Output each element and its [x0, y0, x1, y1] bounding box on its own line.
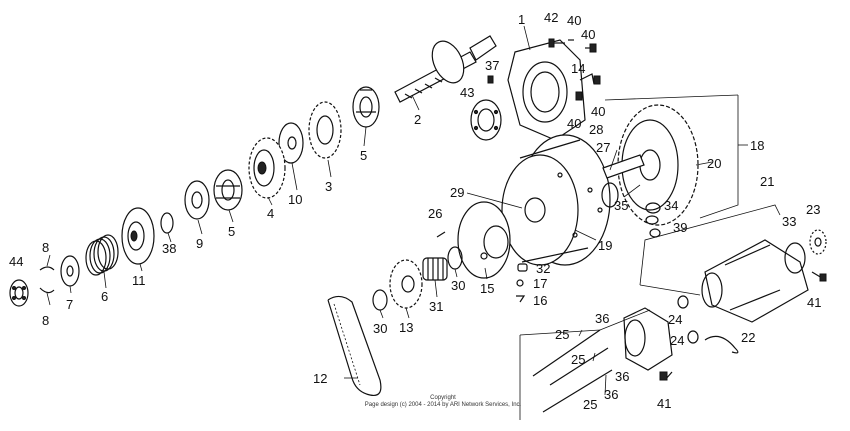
- needle-bearing-31: [422, 257, 448, 281]
- callout-17: 17: [533, 276, 547, 291]
- callout-5-top: 5: [360, 148, 367, 163]
- bracket-18: [699, 95, 739, 219]
- callout-19: 19: [598, 238, 612, 253]
- plate-9: [184, 180, 210, 220]
- callout-24-top: 24: [668, 312, 682, 327]
- callout-25-middle: 25: [571, 352, 585, 367]
- starter-motor-33: [701, 239, 809, 323]
- callout-44: 44: [9, 254, 23, 269]
- bearing-44: [9, 279, 29, 307]
- callout-34: 34: [664, 198, 678, 213]
- callout-11: 11: [132, 273, 146, 288]
- callout-12: 12: [313, 371, 327, 386]
- bolt-41-right: [811, 271, 827, 282]
- bearing-43: [470, 99, 502, 141]
- shaft-27-28: [601, 154, 645, 208]
- callout-29: 29: [450, 185, 464, 200]
- callout-3: 3: [325, 179, 332, 194]
- callout-39: 39: [673, 220, 687, 235]
- callout-15: 15: [480, 281, 494, 296]
- hub-15: [457, 201, 511, 279]
- callout-18: 18: [750, 138, 764, 153]
- callout-37: 37: [485, 58, 499, 73]
- clutch-drum-11: [121, 207, 155, 265]
- copyright-line-2: Page design (c) 2004 - 2014 by ARI Netwo…: [364, 402, 522, 408]
- callout-36-bottom: 36: [604, 387, 618, 402]
- pin-26: [436, 231, 446, 238]
- callout-42: 42: [544, 10, 558, 25]
- callout-31: 31: [429, 299, 443, 314]
- sprocket-13: [389, 259, 423, 309]
- gear-3: [308, 101, 342, 159]
- long-bolts-25: [532, 329, 613, 413]
- callout-28: 28: [589, 122, 603, 137]
- callout-38: 38: [162, 241, 176, 256]
- spring-6: [85, 234, 119, 276]
- callout-24-bottom: 24: [670, 333, 684, 348]
- callout-5-lower: 5: [228, 224, 235, 239]
- circlip-30-left: [372, 289, 388, 311]
- copyright-notice: Copyright Page design (c) 2004 - 2014 by…: [338, 395, 548, 409]
- callout-20: 20: [707, 156, 721, 171]
- callout-40-d: 40: [567, 116, 581, 131]
- callout-4: 4: [267, 206, 274, 221]
- callout-7: 7: [66, 297, 73, 312]
- bracket-21: [639, 204, 781, 286]
- callout-labels: 1 2 3 4 5 5 6 7 8 8 9 10 11 12 13 14 15 …: [9, 10, 821, 412]
- callout-30-right: 30: [451, 278, 465, 293]
- callout-8-bottom: 8: [42, 313, 49, 328]
- callout-14: 14: [571, 61, 585, 76]
- bolt-41-bottom: [659, 371, 673, 381]
- leader-lines: [46, 25, 713, 396]
- callout-26: 26: [428, 206, 442, 221]
- callout-43: 43: [460, 85, 474, 100]
- starter-end-cover: [623, 307, 673, 371]
- collar-5-top: [352, 86, 380, 128]
- circlip-30-right: [447, 246, 463, 270]
- small-parts-16-17-32: [516, 263, 528, 303]
- callout-25-top: 25: [555, 327, 569, 342]
- callout-27: 27: [596, 140, 610, 155]
- callout-40-a: 40: [567, 13, 581, 28]
- callout-33: 33: [782, 214, 796, 229]
- gear-4: [248, 137, 286, 199]
- callout-1: 1: [518, 12, 525, 27]
- callout-8-top: 8: [42, 240, 49, 255]
- callout-36-middle: 36: [615, 369, 629, 384]
- main-shaft: [394, 35, 497, 103]
- callout-10: 10: [288, 192, 302, 207]
- bolts-40-42: [548, 38, 601, 101]
- callout-9: 9: [196, 236, 203, 251]
- washer-7: [60, 255, 80, 287]
- callout-6: 6: [101, 289, 108, 304]
- callout-32: 32: [536, 261, 550, 276]
- callout-30-left: 30: [373, 321, 387, 336]
- callout-41-right: 41: [807, 295, 821, 310]
- rotor-19: [501, 134, 611, 266]
- clips-8: [39, 266, 55, 294]
- callout-40-b: 40: [581, 27, 595, 42]
- callout-41-bottom: 41: [657, 396, 671, 411]
- callout-22: 22: [741, 330, 755, 345]
- callout-21: 21: [760, 174, 774, 189]
- callout-36-top: 36: [595, 311, 609, 326]
- washer-10: [278, 122, 304, 164]
- o-rings-24: [677, 295, 739, 354]
- drive-chain-12: [327, 295, 382, 397]
- callout-25-bottom: 25: [583, 397, 597, 412]
- bracket-starter: [519, 309, 651, 336]
- copyright-line-1: Copyright: [430, 395, 456, 401]
- pinion-23: [809, 229, 827, 255]
- circlip-38: [160, 212, 174, 234]
- pin-37: [487, 75, 494, 84]
- collar-5-lower: [213, 169, 243, 211]
- callout-35: 35: [614, 198, 628, 213]
- callout-2: 2: [414, 112, 421, 127]
- callout-40-c: 40: [591, 104, 605, 119]
- callout-13: 13: [399, 320, 413, 335]
- callout-16: 16: [533, 293, 547, 308]
- callout-23: 23: [806, 202, 820, 217]
